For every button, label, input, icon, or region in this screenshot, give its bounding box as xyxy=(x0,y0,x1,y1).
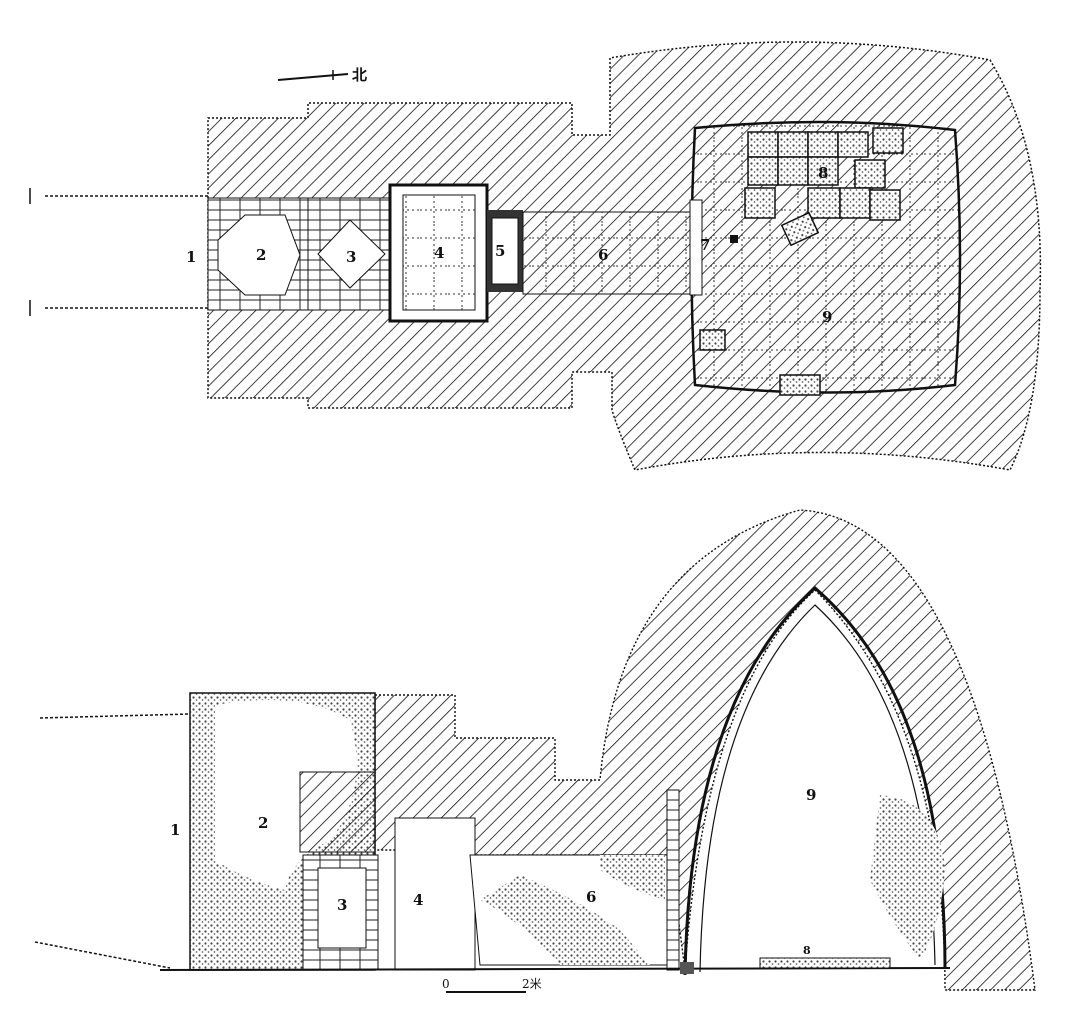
scale-bar: 0 2米 xyxy=(442,977,542,993)
floor-tiles xyxy=(699,127,904,396)
corridor xyxy=(522,211,696,295)
svg-text:3: 3 xyxy=(337,896,347,914)
svg-text:2: 2 xyxy=(258,814,268,832)
north-label: 北 xyxy=(352,66,367,84)
stain-area xyxy=(870,795,945,960)
plan-room-labels: 1 2 3 4 5 6 7 8 9 xyxy=(186,164,832,326)
svg-text:8: 8 xyxy=(818,164,828,182)
section-view: 1 2 3 4 6 9 8 xyxy=(34,509,1036,991)
svg-text:9: 9 xyxy=(822,308,832,326)
scale-end: 2米 xyxy=(522,977,542,991)
section-reference-lines xyxy=(34,713,191,969)
svg-text:1: 1 xyxy=(186,248,196,266)
section-gate-4 xyxy=(394,817,476,971)
section-room-labels: 1 2 3 4 6 9 8 xyxy=(170,786,816,957)
svg-text:6: 6 xyxy=(586,888,596,906)
svg-text:2: 2 xyxy=(256,246,266,264)
plan-view: 北 1 xyxy=(29,41,1042,471)
svg-text:5: 5 xyxy=(495,242,505,260)
svg-text:3: 3 xyxy=(346,248,356,266)
coffin-platform xyxy=(759,957,891,969)
chamber-door-frame xyxy=(689,199,703,296)
section-earth-fill xyxy=(374,509,1036,991)
north-arrow: 北 xyxy=(277,66,367,84)
svg-text:8: 8 xyxy=(803,944,811,957)
svg-text:1: 1 xyxy=(170,821,180,839)
svg-text:7: 7 xyxy=(700,236,710,254)
scale-start: 0 xyxy=(442,977,450,991)
vault-arch xyxy=(683,586,947,976)
svg-text:4: 4 xyxy=(434,244,444,262)
svg-text:9: 9 xyxy=(806,786,816,804)
svg-text:6: 6 xyxy=(598,246,608,264)
plan-reference-lines xyxy=(29,188,208,316)
svg-text:4: 4 xyxy=(413,891,423,909)
